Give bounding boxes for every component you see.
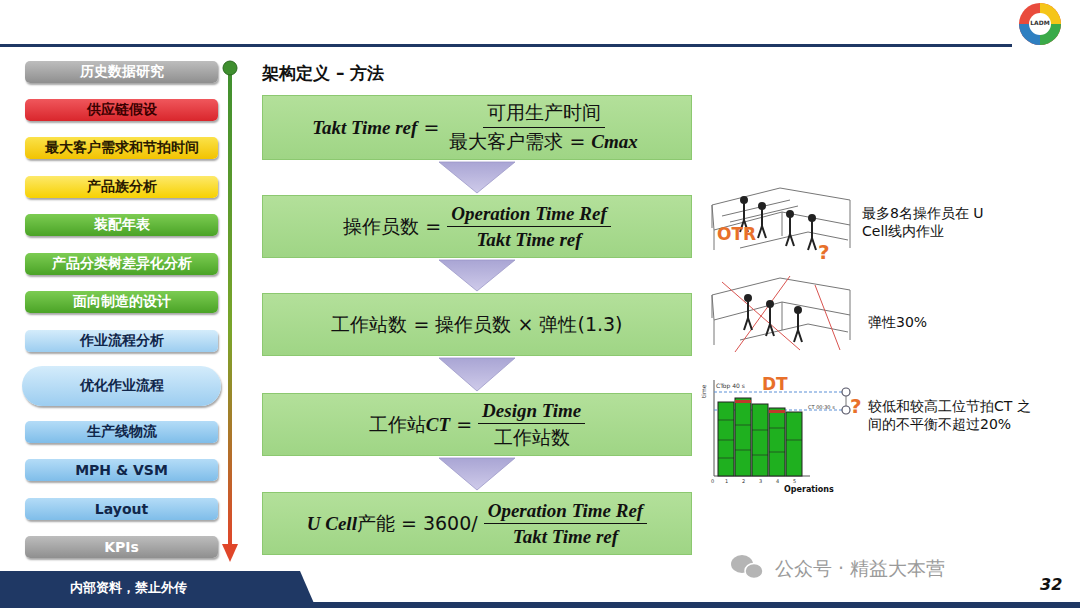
denominator: 最大客户需求 = Cmax — [445, 128, 641, 155]
sidebar-step: 优化作业流程 — [22, 366, 221, 406]
logo-text: LADM — [1025, 19, 1055, 27]
numerator: Operation Time Ref — [447, 202, 611, 227]
sidebar-step: 作业流程分析 — [25, 330, 218, 352]
formula-lhs: U Cell产能 = 3600/ — [307, 511, 478, 537]
sidebar-step: 产品分类树差异化分析 — [25, 253, 218, 275]
numerator: Design Time — [478, 399, 585, 424]
step-label: 装配年表 — [94, 216, 150, 234]
step-label: 产品族分析 — [87, 178, 157, 196]
axis-title: time — [700, 384, 708, 398]
sidebar-step: 历史数据研究 — [25, 61, 218, 83]
step-label: Layout — [95, 501, 148, 517]
watermark: 公众号 · 精益大本营 — [775, 557, 945, 581]
axis-title: Operations — [784, 485, 834, 495]
zone-tag: DT — [762, 374, 788, 395]
numerator: 可用生产时间 — [483, 100, 605, 128]
zone-tag: OTR — [717, 224, 756, 245]
chart-line-label: CTop 40 s — [716, 382, 745, 390]
denominator: Takt Time ref — [509, 524, 622, 548]
sidebar-step: Layout — [25, 498, 218, 520]
formula-lhs: Takt Time ref = — [312, 116, 439, 139]
footer-line — [300, 602, 1080, 608]
sidebar-step: 生产线物流 — [25, 421, 218, 443]
slide-title: 架构定义 – 方法 — [262, 62, 384, 85]
formula-box: 工作站CT =Design Time工作站数 — [262, 393, 692, 456]
progress-arrow — [222, 61, 238, 562]
formula-box: 操作员数 =Operation Time RefTakt Time ref — [262, 195, 692, 258]
note: 较低和较高工位节拍CT 之间的不平衡不超过20% — [868, 398, 1036, 433]
step-label: 面向制造的设计 — [73, 293, 171, 311]
confidential-note: 内部资料，禁止外传 — [70, 580, 187, 596]
chart-line-label: CT 00:30 s — [808, 404, 835, 410]
fraction: Design Time工作站数 — [478, 399, 585, 451]
formula-box: Takt Time ref = 可用生产时间最大客户需求 = Cmax — [262, 95, 692, 160]
step-label: KPIs — [104, 539, 139, 555]
flow-triangle — [439, 358, 515, 391]
formula-lhs: 工作站CT = — [369, 412, 472, 438]
question-mark: ? — [818, 240, 830, 265]
formula-box: 工作站数 = 操作员数 × 弹性(1.3) — [262, 293, 692, 356]
sidebar-step: KPIs — [25, 536, 218, 558]
workstation-sketch — [712, 276, 850, 352]
question-mark: ? — [850, 394, 862, 419]
denominator: 工作站数 — [490, 424, 574, 451]
flow-triangle — [439, 458, 515, 490]
sidebar-step: 产品族分析 — [25, 176, 218, 198]
page-number: 32 — [1040, 575, 1062, 595]
balance-chart — [714, 380, 850, 476]
formula-box: U Cell产能 = 3600/Operation Time RefTakt T… — [262, 492, 692, 555]
sidebar-step: 面向制造的设计 — [25, 291, 218, 313]
footer-band — [0, 571, 316, 608]
step-label: 历史数据研究 — [80, 63, 164, 81]
tick-label: 4 — [776, 478, 779, 484]
tick-label: 5 — [793, 478, 796, 484]
wechat-icon — [731, 555, 763, 579]
sidebar-step: 装配年表 — [25, 214, 218, 236]
numerator: Operation Time Ref — [484, 499, 648, 524]
step-label: MPH & VSM — [75, 462, 168, 478]
formula: 工作站数 = 操作员数 × 弹性(1.3) — [331, 312, 622, 338]
note: 弹性30% — [868, 314, 927, 332]
step-label: 最大客户需求和节拍时间 — [45, 139, 199, 157]
flow-triangle — [439, 260, 515, 291]
note: 最多8名操作员在 U Cell线内作业 — [862, 205, 984, 240]
tick-label: 2 — [742, 478, 745, 484]
formula-lhs: 操作员数 = — [343, 214, 441, 240]
sidebar-step: 最大客户需求和节拍时间 — [25, 137, 218, 159]
step-label: 作业流程分析 — [80, 332, 164, 350]
step-label: 优化作业流程 — [80, 377, 164, 395]
step-label: 生产线物流 — [87, 423, 157, 441]
tick-label: 1 — [725, 478, 728, 484]
flow-triangle — [439, 162, 515, 193]
step-label: 产品分类树差异化分析 — [52, 255, 192, 273]
sidebar-step: 供应链假设 — [25, 99, 218, 121]
logo — [1019, 3, 1061, 45]
sidebar-step: MPH & VSM — [25, 459, 218, 481]
fraction: 可用生产时间最大客户需求 = Cmax — [445, 100, 641, 155]
step-label: 供应链假设 — [87, 101, 157, 119]
tick-label: 3 — [759, 478, 762, 484]
tick-label: 0 — [711, 478, 714, 484]
fraction: Operation Time RefTakt Time ref — [447, 202, 611, 251]
denominator: Takt Time ref — [472, 227, 585, 251]
fraction: Operation Time RefTakt Time ref — [484, 499, 648, 548]
header-line — [0, 44, 1012, 47]
